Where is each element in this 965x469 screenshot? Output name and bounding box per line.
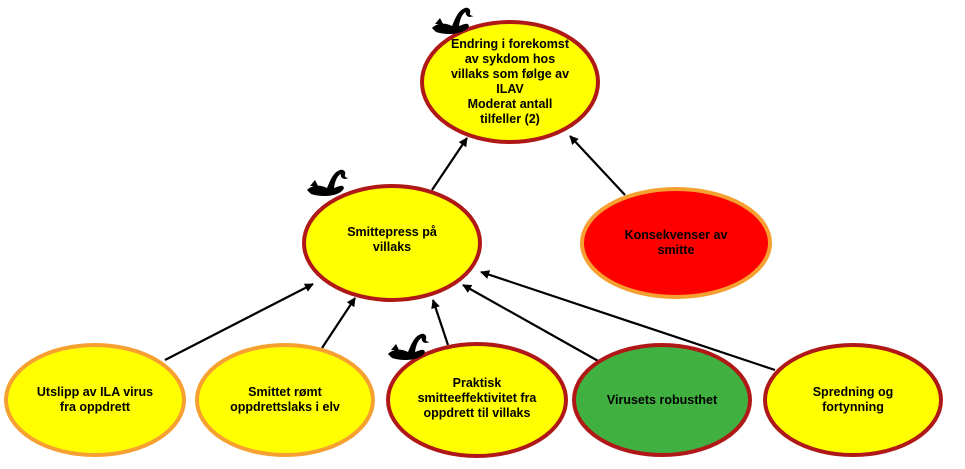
black-swan-icon bbox=[307, 169, 349, 196]
node-virusets[interactable] bbox=[572, 343, 752, 457]
arrow-virusets-to-smittepress bbox=[462, 284, 601, 363]
arrow-utslipp-to-smittepress bbox=[164, 283, 314, 361]
node-konsekvenser[interactable] bbox=[580, 187, 772, 299]
node-spredning[interactable] bbox=[763, 343, 943, 457]
node-endring[interactable] bbox=[420, 20, 600, 144]
arrow-spredning-to-smittepress bbox=[480, 270, 776, 372]
arrow-konsekvenser-to-endring bbox=[569, 135, 626, 196]
arrow-praktisk-to-smittepress bbox=[431, 299, 450, 346]
black-swan-icon bbox=[388, 333, 430, 360]
node-smittet[interactable] bbox=[195, 343, 375, 457]
arrow-smittet-to-smittepress bbox=[321, 297, 356, 349]
node-praktisk[interactable] bbox=[386, 342, 568, 458]
node-smittepress[interactable] bbox=[302, 184, 482, 302]
arrow-smittepress-to-endring bbox=[431, 137, 468, 191]
node-utslipp[interactable] bbox=[4, 343, 186, 457]
black-swan-icon bbox=[432, 7, 474, 34]
